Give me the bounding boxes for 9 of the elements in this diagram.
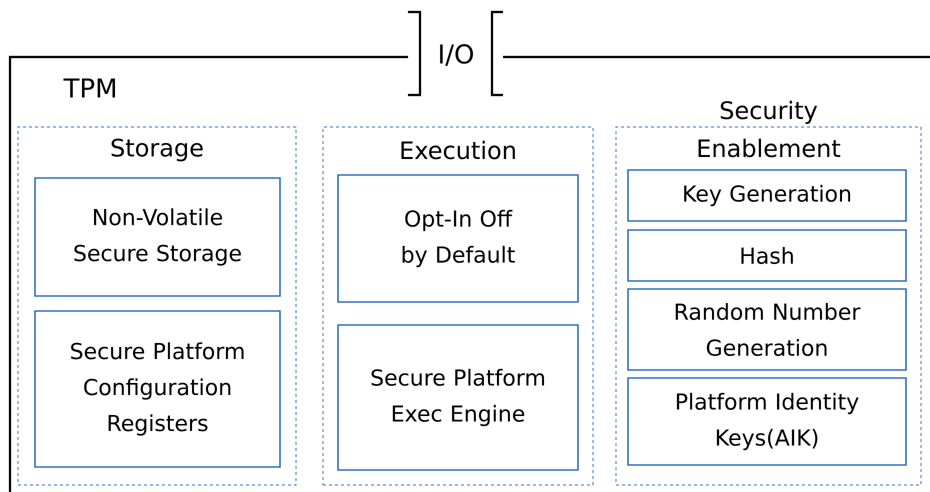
component-box: Hash	[627, 229, 907, 282]
component-box: Random Number Generation	[627, 288, 907, 371]
component-box: Non-Volatile Secure Storage	[34, 177, 281, 297]
component-box: Key Generation	[627, 169, 907, 222]
component-box: Secure Platform Configuration Registers	[34, 310, 281, 468]
node-label: Security	[720, 100, 818, 124]
component-box: Secure Platform Exec Engine	[337, 324, 579, 471]
component-box: Opt-In Off by Default	[337, 174, 579, 303]
component-box: Platform Identity Keys(AIK)	[627, 377, 907, 466]
